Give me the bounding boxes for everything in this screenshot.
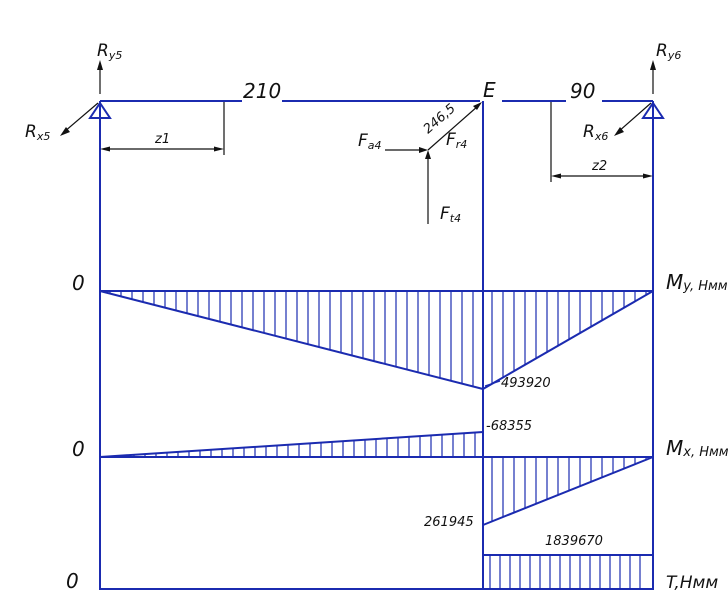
my-diagram: 493920 0 My, Нмм <box>72 270 728 391</box>
t-hatching <box>489 555 641 589</box>
z1-arrow-left <box>100 146 110 152</box>
rx6-arrow <box>617 102 652 133</box>
fr4-label: Fr4 <box>446 130 467 151</box>
rx6-arrowhead <box>614 127 624 136</box>
my-hatching <box>109 291 647 387</box>
mx-value-top-label: -68355 <box>486 419 532 434</box>
my-value-leader <box>484 380 501 387</box>
my-right-slope <box>482 290 654 390</box>
radius-line <box>427 105 479 151</box>
ry6-arrowhead <box>650 60 656 70</box>
z2-arrow-right <box>643 173 653 179</box>
mx-value-bottom-label: 261945 <box>424 515 474 530</box>
rx5-arrowhead <box>60 127 70 136</box>
z1-arrow-right <box>214 146 224 152</box>
shaft-scheme <box>60 60 665 590</box>
ry5-arrowhead <box>97 60 103 70</box>
span-left-label: 210 <box>243 79 281 103</box>
t-zero-label: 0 <box>66 569 79 593</box>
t-value-label: 1839670 <box>545 534 603 549</box>
z1-label: z1 <box>154 132 170 147</box>
ft4-label: Ft4 <box>440 204 461 225</box>
mx-right-slope <box>482 456 654 526</box>
my-left-slope <box>99 290 484 390</box>
span-right-label: 90 <box>570 79 595 103</box>
rx6-label: Rx6 <box>583 122 608 143</box>
my-name-label: My, Нмм <box>666 270 728 294</box>
radius-arrowhead <box>473 102 482 110</box>
t-diagram: 1839670 0 T,Нмм <box>66 534 718 593</box>
rx5-label: Rx5 <box>25 122 50 143</box>
fa4-label: Fa4 <box>358 131 382 152</box>
z2-label: z2 <box>591 159 607 174</box>
mx-left-slope <box>99 431 484 458</box>
mx-hatching <box>111 432 647 522</box>
rx5-arrow <box>63 102 99 133</box>
z2-arrow-left <box>551 173 561 179</box>
mx-diagram: -68355 261945 0 Mx, Нмм <box>72 419 728 530</box>
mx-zero-label: 0 <box>72 437 85 461</box>
ft4-arrowhead <box>425 150 431 159</box>
mx-name-label: Mx, Нмм <box>666 436 728 460</box>
my-value-label: 493920 <box>501 376 551 391</box>
point-e-label: E <box>483 78 496 102</box>
scheme-labels: Ry5 Ry6 Rx5 Rx6 Fa4 Fr4 Ft4 E 210 90 246… <box>25 41 681 225</box>
fa4-arrowhead <box>419 147 428 153</box>
t-name-label: T,Нмм <box>666 573 718 593</box>
my-zero-label: 0 <box>72 271 85 295</box>
ry5-label: Ry5 <box>97 41 122 62</box>
ry6-label: Ry6 <box>656 41 681 62</box>
